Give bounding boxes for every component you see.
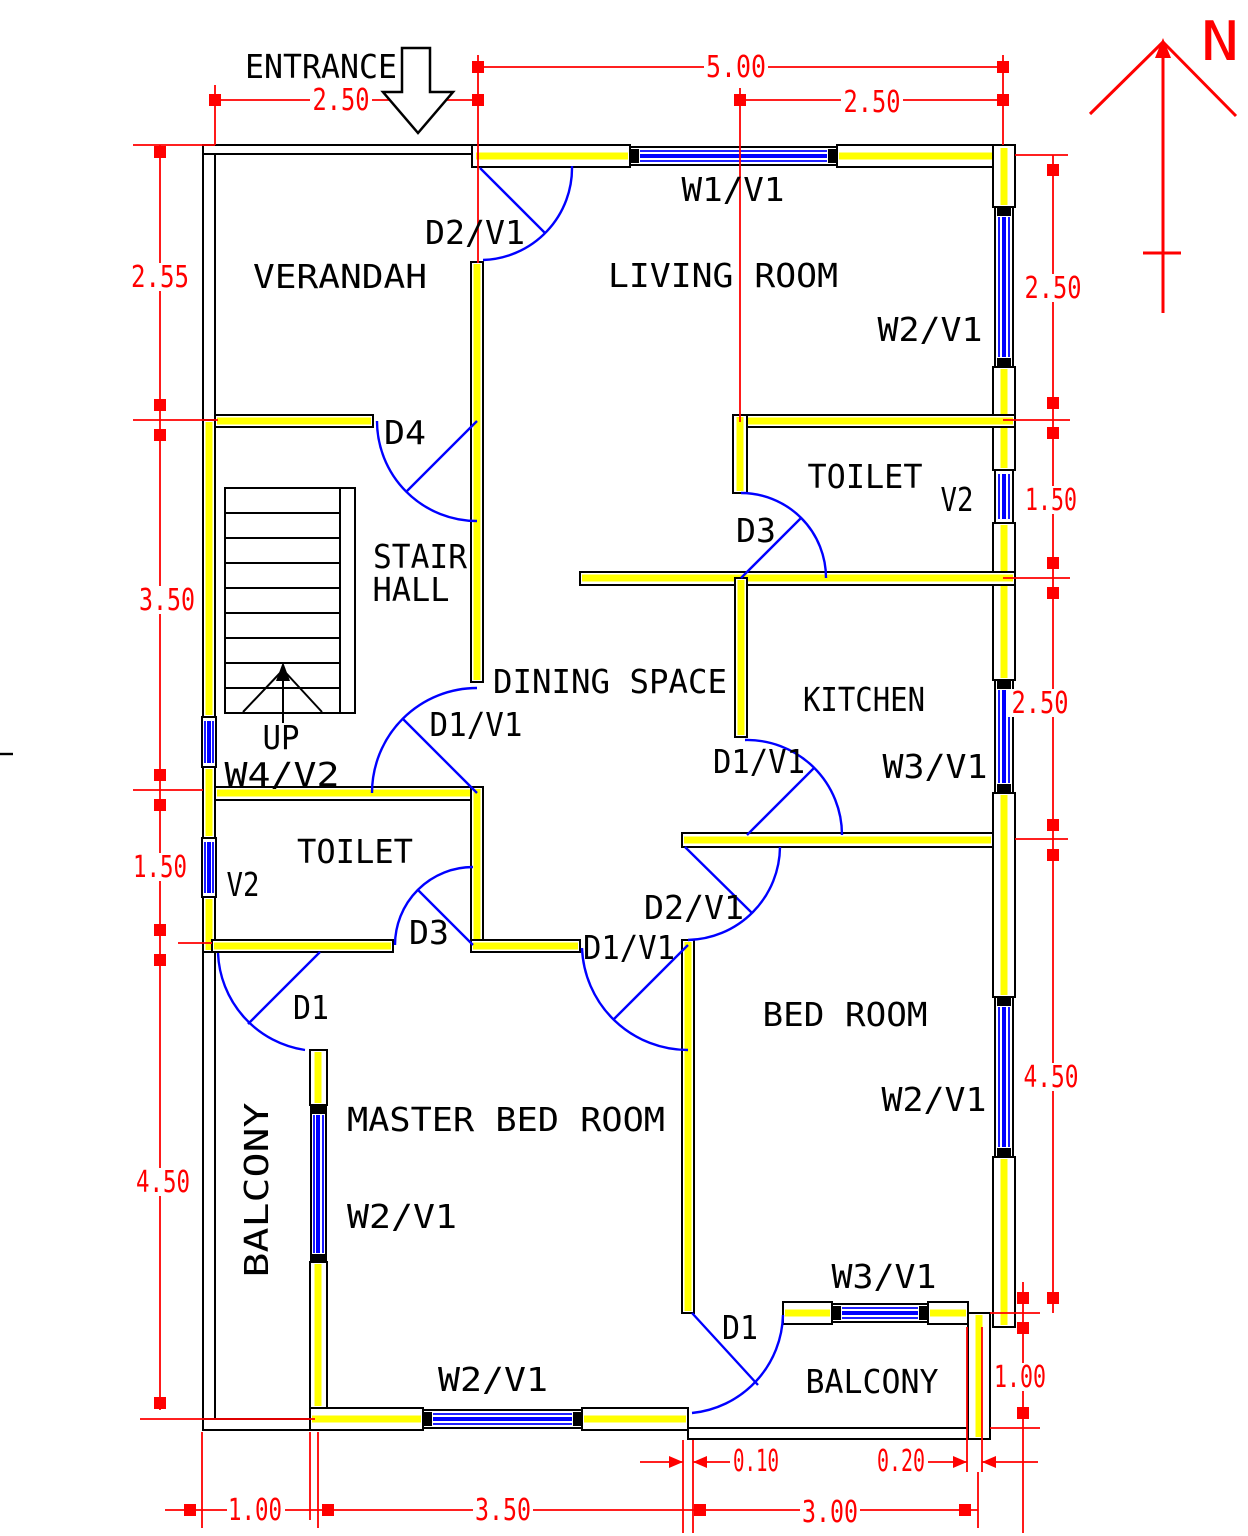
- stairs-up-label: UP: [263, 718, 300, 757]
- dim-bottom-b: 3.50: [475, 1493, 531, 1528]
- door-d1v1-master: [580, 944, 689, 1052]
- door-d3-toilet-top: [740, 491, 828, 579]
- room-label-stair-hall-2: HALL: [373, 570, 450, 609]
- dim-right-b: 1.50: [1025, 483, 1077, 518]
- door-d2v1-verandah: [479, 165, 574, 262]
- window-v2-left: [201, 837, 217, 898]
- dim-left-b: 3.50: [139, 583, 195, 618]
- window-w1v1-top: [629, 146, 838, 166]
- door-d2v1-bedroom: [684, 846, 782, 942]
- window-label-w2v1-master-south: W2/V1: [438, 1360, 548, 1399]
- door-d3-toilet-left: [393, 865, 474, 946]
- room-label-verandah: VERANDAH: [253, 257, 427, 296]
- dim-left-a: 2.55: [131, 260, 189, 295]
- doors-layer: [216, 165, 844, 1415]
- door-label-d1v1-kitchen: D1/V1: [713, 742, 805, 781]
- window-label-w3v1-balcony: W3/V1: [832, 1257, 937, 1296]
- window-w2v1-master-south: [422, 1409, 583, 1429]
- dimension-ticks: [154, 61, 1059, 1516]
- dim-bottom-c: 3.00: [802, 1495, 858, 1530]
- door-d1v1-dining: [370, 686, 478, 794]
- dim-top-left: 2.50: [313, 83, 370, 118]
- window-w3v1-balcony: [831, 1303, 929, 1323]
- stairs-up-arrow-icon: [242, 662, 323, 723]
- room-label-balcony-right: BALCONY: [806, 1362, 939, 1401]
- door-label-d1-master: D1: [293, 988, 329, 1027]
- door-label-d3-left: D3: [409, 913, 449, 952]
- window-label-w2v1-master-west: W2/V1: [347, 1197, 457, 1236]
- door-d1-master: [216, 951, 321, 1052]
- window-label-w2v1-bed: W2/V1: [882, 1080, 987, 1119]
- walls-layer: [202, 144, 1016, 1440]
- window-label-w2v1-living: W2/V1: [878, 310, 983, 349]
- room-label-toilet-top: TOILET: [808, 457, 923, 496]
- dim-top-right: 2.50: [844, 85, 901, 120]
- dimensions-layer: [128, 53, 1085, 1533]
- room-label-dining-space: DINING SPACE: [493, 662, 727, 701]
- door-d4-stairhall: [375, 420, 478, 523]
- window-w2v1-living: [994, 206, 1014, 368]
- window-label-v2-left: V2: [227, 865, 260, 904]
- window-w2v1-master-west: [310, 1104, 327, 1263]
- dim-bottom-a: 1.00: [228, 1493, 282, 1528]
- door-label-d1v1-stair: D1/V1: [430, 705, 523, 744]
- window-label-w1v1: W1/V1: [682, 170, 785, 209]
- dim-right-e: 1.00: [994, 1360, 1046, 1395]
- window-w4v2-left: [201, 716, 217, 768]
- window-v2-right: [994, 469, 1014, 524]
- entrance-label: ENTRANCE: [245, 47, 397, 86]
- dim-right-a: 2.50: [1025, 271, 1082, 306]
- room-label-kitchen: KITCHEN: [803, 680, 925, 719]
- stairs: [224, 487, 356, 723]
- room-label-toilet-left: TOILET: [297, 832, 413, 871]
- dim-thickness-b: 0.20: [877, 1444, 925, 1479]
- door-label-d2v1-top: D2/V1: [425, 213, 525, 252]
- door-label-d2v1-bed: D2/V1: [644, 888, 744, 927]
- dim-left-d: 4.50: [136, 1165, 190, 1200]
- door-label-d4: D4: [384, 413, 426, 452]
- dim-thickness-a: 0.10: [733, 1444, 779, 1479]
- room-label-master-bed-room: MASTER BED ROOM: [347, 1100, 665, 1139]
- dim-left-c: 1.50: [133, 850, 187, 885]
- dimension-labels-layer: 2.50 5.00 2.50 2.55 3.50 1.50 4.50 2.50 …: [131, 50, 1082, 1530]
- labels-layer: ENTRANCE N VERANDAH LIVING ROOM W1/V1 D2…: [225, 10, 1240, 1401]
- room-label-stair-hall-1: STAIR: [373, 537, 467, 576]
- door-label-d1v1-master: D1/V1: [583, 928, 675, 967]
- dim-right-d: 4.50: [1024, 1060, 1079, 1095]
- entrance-arrow-icon: [380, 46, 456, 135]
- window-w2v1-bed: [994, 996, 1014, 1158]
- north-label: N: [1201, 10, 1239, 73]
- room-label-living-room: LIVING ROOM: [608, 256, 838, 295]
- room-label-balcony-left: BALCONY: [237, 1102, 276, 1277]
- door-label-d3-top: D3: [736, 511, 776, 550]
- window-label-w4v2: W4/V2: [225, 755, 340, 794]
- north-arrow-icon: [1088, 38, 1238, 313]
- door-d1v1-kitchen: [744, 738, 844, 836]
- door-label-d1-balcony: D1: [722, 1308, 758, 1347]
- window-label-v2-right: V2: [941, 480, 974, 519]
- dim-right-c: 2.50: [1012, 686, 1069, 721]
- dim-top-total: 5.00: [706, 50, 766, 85]
- room-label-bed-room: BED ROOM: [763, 995, 928, 1034]
- window-label-w3v1-kitchen: W3/V1: [883, 747, 988, 786]
- door-d1-balcony: [691, 1312, 785, 1415]
